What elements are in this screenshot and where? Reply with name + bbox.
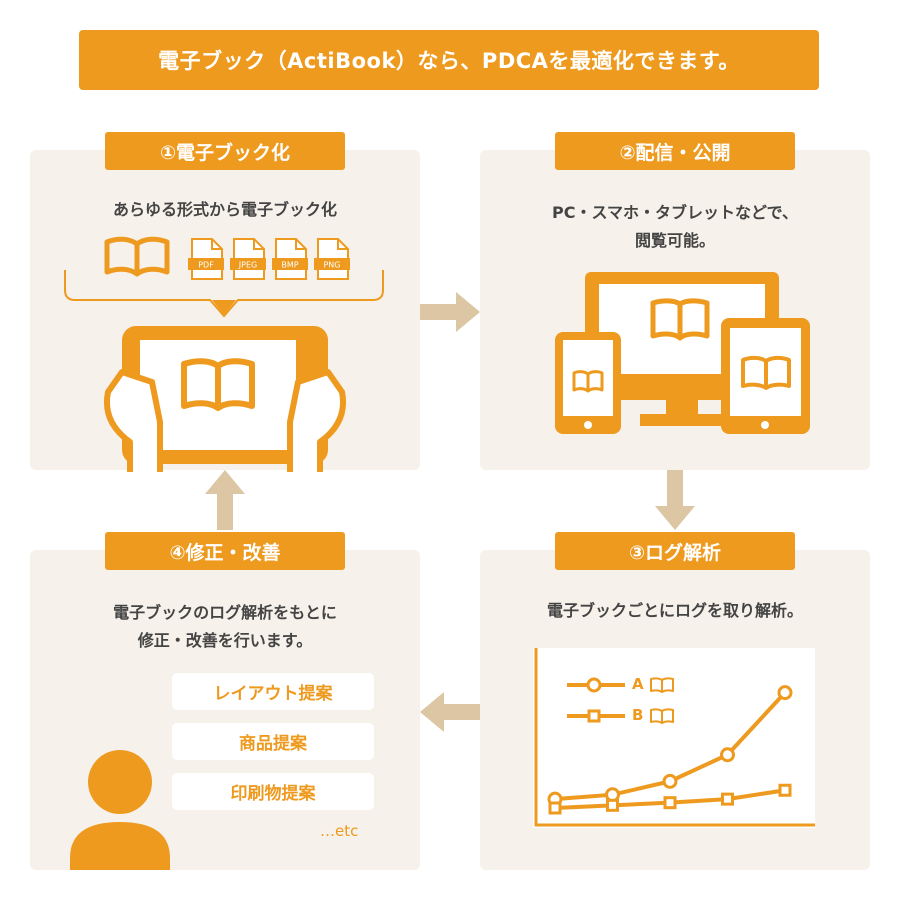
proposal-product: 商品提案 — [172, 723, 374, 760]
bmp-file-icon: BMP — [272, 238, 308, 280]
series-b-point-2 — [663, 796, 677, 810]
step4-label: ④修正・改善 — [105, 532, 345, 570]
arrow-left — [420, 692, 480, 732]
proposal-layout: レイアウト提案 — [172, 673, 374, 710]
step2-description-line2: 閲覧可能。 — [634, 231, 715, 250]
step4-description-line2: 修正・改善を行います。 — [137, 631, 313, 650]
tablet-in-hands-icon — [104, 326, 346, 472]
step3-label: ③ログ解析 — [555, 532, 795, 570]
jpeg-file-icon: JPEG — [230, 238, 266, 280]
legend-series-a-book-icon — [650, 677, 674, 693]
chart-axes — [534, 648, 815, 827]
legend-series-b-book-icon — [650, 708, 674, 724]
bmp-format-label: BMP — [281, 261, 298, 270]
bracket-pointer — [64, 270, 384, 318]
series-b-point-1 — [606, 798, 619, 812]
legend-series-b-label: B — [632, 706, 644, 724]
arrow-up — [205, 470, 245, 530]
devices-icon — [555, 272, 810, 434]
pdf-file-icon: PDF — [188, 238, 224, 280]
legend-series-a-label: A — [632, 675, 644, 693]
series-b-point-0 — [548, 801, 562, 815]
step1-description: あらゆる形式から電子ブック化 — [112, 200, 337, 219]
series-b-point-4 — [778, 783, 792, 797]
open-book-icon — [104, 236, 170, 277]
arrow-right — [420, 292, 480, 332]
arrow-down — [655, 470, 695, 530]
step1-label: ①電子ブック化 — [105, 132, 345, 170]
legend-series-b-marker — [567, 709, 625, 723]
step2-label: ②配信・公開 — [555, 132, 795, 170]
etc-text: …etc — [320, 822, 359, 840]
step4-description-line1: 電子ブックのログ解析をもとに — [113, 603, 337, 622]
page-title-banner: 電子ブック（ActiBook）なら、PDCAを最適化できます。 — [79, 30, 819, 90]
pdf-format-label: PDF — [198, 261, 214, 270]
series-b-point-3 — [721, 792, 734, 806]
step2-description-line1: PC・スマホ・タブレットなどで、 — [551, 203, 799, 222]
png-format-label: PNG — [323, 261, 340, 270]
panel-revision — [30, 550, 420, 870]
series-a-point-4 — [777, 685, 793, 701]
series-a-point-2 — [662, 773, 678, 789]
log-line-chart — [534, 648, 815, 827]
jpeg-format-label: JPEG — [238, 261, 257, 270]
step3-description: 電子ブックごとにログを取り解析。 — [546, 601, 803, 620]
person-icon — [70, 750, 170, 870]
series-a-point-3 — [720, 747, 735, 763]
png-file-icon: PNG — [314, 238, 350, 280]
legend-series-a-marker — [567, 677, 625, 693]
proposal-print: 印刷物提案 — [172, 773, 374, 810]
